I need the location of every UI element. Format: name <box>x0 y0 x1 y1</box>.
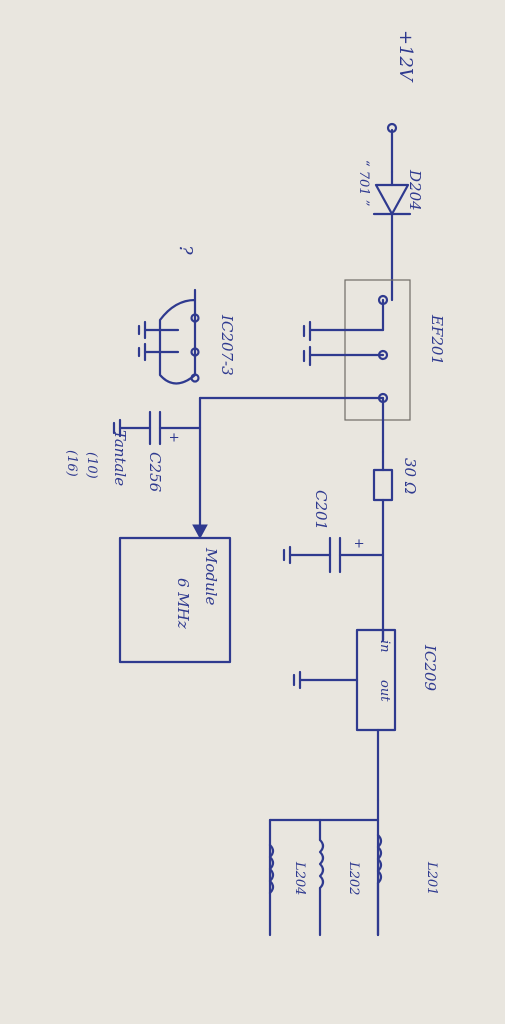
module-line2-label: 6 MHz <box>174 578 192 629</box>
diode-ref-label: D204 <box>406 169 424 211</box>
coil2-label: L202 <box>346 861 361 895</box>
cap2-polarity-label: + <box>166 432 181 443</box>
resistor-30-ohm <box>372 450 394 642</box>
regulator-in-label: in <box>377 640 392 653</box>
capacitor-c201 <box>282 536 385 574</box>
coil-l201 <box>376 833 383 937</box>
regulator-ic209 <box>292 628 397 802</box>
coil-l202 <box>318 818 325 937</box>
cap2-value-a-label: (10) <box>84 452 99 479</box>
cap2-type-label: Tantale <box>111 430 129 486</box>
fuse-ef201 <box>308 279 411 454</box>
capacitor-c256 <box>112 410 202 446</box>
resistor-value-label: 30 Ω <box>401 458 419 494</box>
coil1-label: L201 <box>424 861 439 895</box>
module-feed-line <box>192 396 385 540</box>
ground-symbol <box>302 345 312 367</box>
cap1-ref-label: C201 <box>312 490 330 530</box>
regulator-ref-label: IC209 <box>421 644 439 691</box>
fuse-ref-label: EF201 <box>428 314 446 365</box>
coil-l204 <box>268 843 275 895</box>
diode-d204 <box>372 170 412 302</box>
cap1-polarity-label: + <box>351 538 366 549</box>
module-6mhz <box>118 536 232 664</box>
coil3-label: L204 <box>292 861 307 895</box>
regulator-out-label: out <box>377 680 392 702</box>
ic207-label: IC207-3 <box>218 314 236 376</box>
ground-symbol <box>302 320 312 342</box>
supply-label: +12V <box>395 30 416 83</box>
cap2-value-b-label: (16) <box>64 450 79 477</box>
cap2-ref-label: C256 <box>146 452 164 493</box>
module-line1-label: Module <box>202 547 220 605</box>
ic207-pins <box>137 288 200 385</box>
diode-note-label: “ 701 ” <box>356 160 371 206</box>
supply-terminal <box>386 122 398 134</box>
question-label: ? <box>175 245 196 255</box>
